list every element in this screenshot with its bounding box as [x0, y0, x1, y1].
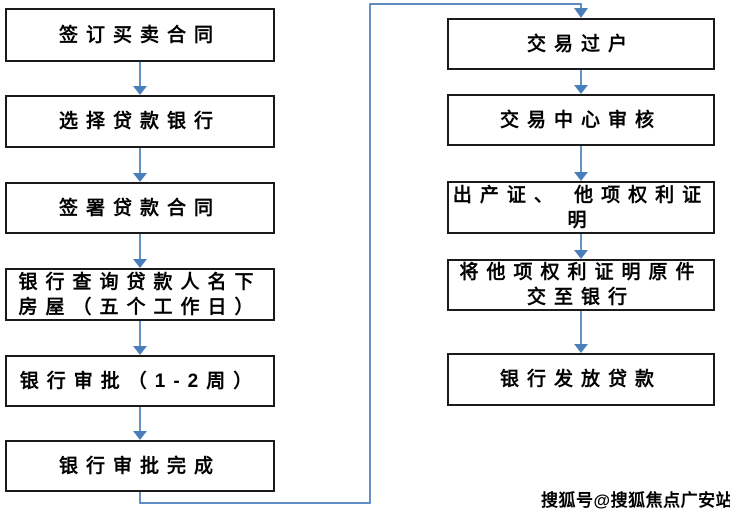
arrow-l5-l6 [133, 407, 147, 440]
flow-step-label: 银行审批（1-2周） [19, 370, 261, 392]
flow-step-label: 将他项权利证明原件交至银行 [459, 262, 703, 308]
flow-step-deliver-certificate-bank: 将他项权利证明原件交至银行 [447, 259, 715, 311]
flow-step-label: 签署贷款合同 [58, 197, 221, 219]
flow-step-label: 交易中心审核 [499, 109, 662, 131]
flow-step-sign-sales-contract: 签订买卖合同 [5, 8, 275, 62]
arrow-l4-l5 [133, 321, 147, 355]
arrow-l3-l4 [133, 234, 147, 268]
flow-step-label: 交易过户 [526, 33, 635, 55]
flow-step-label: 银行审批完成 [58, 455, 221, 477]
arrow-r2-r3 [574, 146, 588, 181]
flow-step-bank-disburses-loan: 银行发放贷款 [447, 353, 715, 406]
flow-step-sign-loan-contract: 签署贷款合同 [5, 182, 275, 234]
flow-step-label: 签订买卖合同 [58, 24, 221, 46]
arrow-r3-r4 [574, 234, 588, 259]
flow-step-label: 选择贷款银行 [58, 111, 221, 132]
flow-step-bank-approval-complete: 银行审批完成 [5, 440, 275, 492]
flow-step-choose-loan-bank: 选择贷款银行 [5, 95, 275, 148]
flow-step-label: 银行查询贷款人名下房屋（五个工作日） [18, 271, 262, 318]
connector-l6-r1 [139, 3, 588, 504]
sohu-watermark: 搜狐号@搜狐焦点广安站 [541, 491, 730, 510]
flow-step-bank-approval: 银行审批（1-2周） [5, 355, 275, 407]
flow-step-label: 银行发放贷款 [499, 369, 662, 390]
flow-step-bank-checks-properties: 银行查询贷款人名下房屋（五个工作日） [5, 268, 275, 321]
arrow-l1-l2 [133, 62, 147, 95]
flow-step-issue-certificates: 出产证、 他项权利证明 [447, 181, 715, 234]
arrow-r1-r2 [574, 70, 588, 94]
flow-step-transaction-center-review: 交易中心审核 [447, 94, 715, 146]
flow-step-transaction-transfer: 交易过户 [447, 18, 715, 70]
arrow-r4-r5 [574, 311, 588, 353]
flow-step-label: 出产证、 他项权利证明 [452, 184, 710, 231]
arrow-l2-l3 [133, 148, 147, 182]
